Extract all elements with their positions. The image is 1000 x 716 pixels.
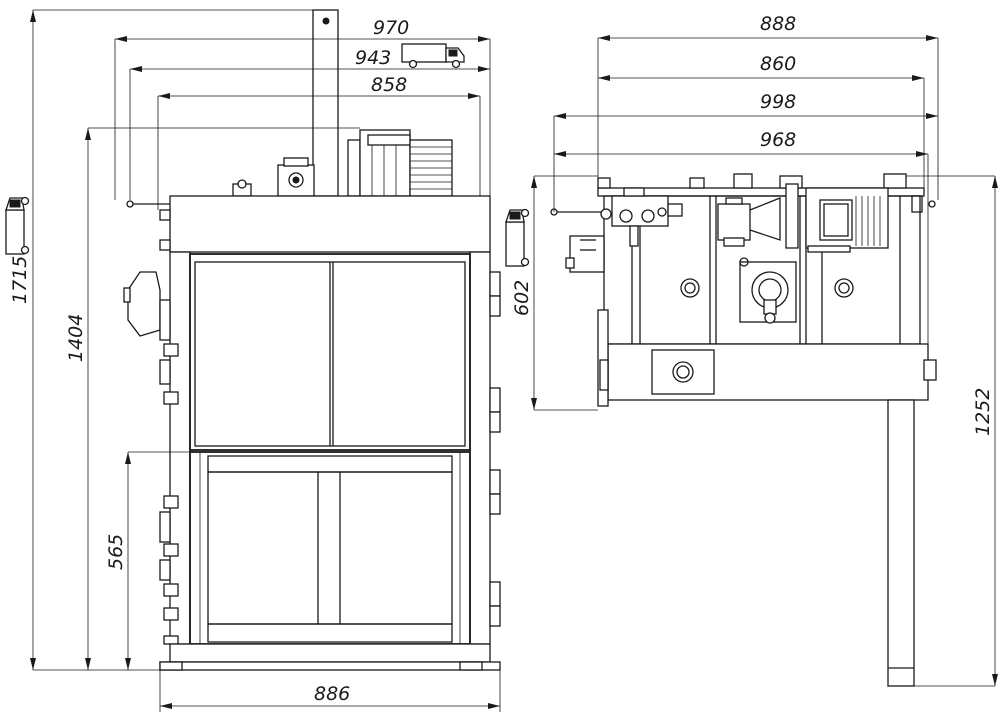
front-dimensions	[30, 9, 501, 712]
right-hinges	[489, 271, 501, 627]
side-pump	[717, 197, 781, 247]
base-foot	[159, 661, 501, 671]
dim-858: 858	[371, 74, 407, 96]
dim-970: 970	[373, 17, 409, 39]
cylinder-assembly	[739, 261, 797, 324]
side-left-block	[565, 235, 605, 273]
left-latches	[123, 271, 179, 645]
rod-mount-hole	[322, 17, 330, 25]
side-view: 888 860 998 968 602 1252	[505, 13, 998, 687]
side-rod	[785, 183, 799, 249]
frame-hole-right	[834, 278, 854, 298]
dim-565: 565	[105, 534, 127, 570]
top-fitting	[232, 179, 252, 197]
side-lower-beam	[607, 343, 929, 401]
dim-968: 968	[760, 129, 796, 151]
press-rod	[312, 9, 339, 197]
cover-plate	[651, 349, 715, 395]
dim-602: 602	[511, 280, 533, 316]
hydraulic-pump	[277, 157, 315, 197]
front-view: 970 943 858 886 1715 1404 565	[5, 9, 501, 712]
lower-chamber	[189, 451, 471, 645]
truck-icon	[401, 43, 465, 69]
frame-hole-left	[680, 278, 700, 298]
dim-1404: 1404	[65, 314, 87, 362]
upper-door	[189, 253, 471, 451]
dim-888: 888	[760, 13, 796, 35]
dim-886: 886	[314, 683, 350, 705]
dim-1715: 1715	[9, 256, 31, 304]
dim-860: 860	[760, 53, 796, 75]
base-plate	[169, 643, 491, 663]
top-head-plate	[169, 195, 491, 253]
dim-998: 998	[760, 91, 796, 113]
truck-upright-icon	[5, 196, 30, 255]
side-foot	[887, 399, 915, 687]
dim-943: 943	[355, 47, 391, 69]
electric-motor	[347, 129, 453, 197]
dim-1252: 1252	[972, 388, 994, 436]
valve-block	[611, 187, 683, 247]
side-motor	[805, 187, 889, 253]
side-dimensions	[531, 35, 998, 687]
truck-upright-icon-side	[505, 208, 530, 267]
frame-right-post	[469, 251, 491, 645]
